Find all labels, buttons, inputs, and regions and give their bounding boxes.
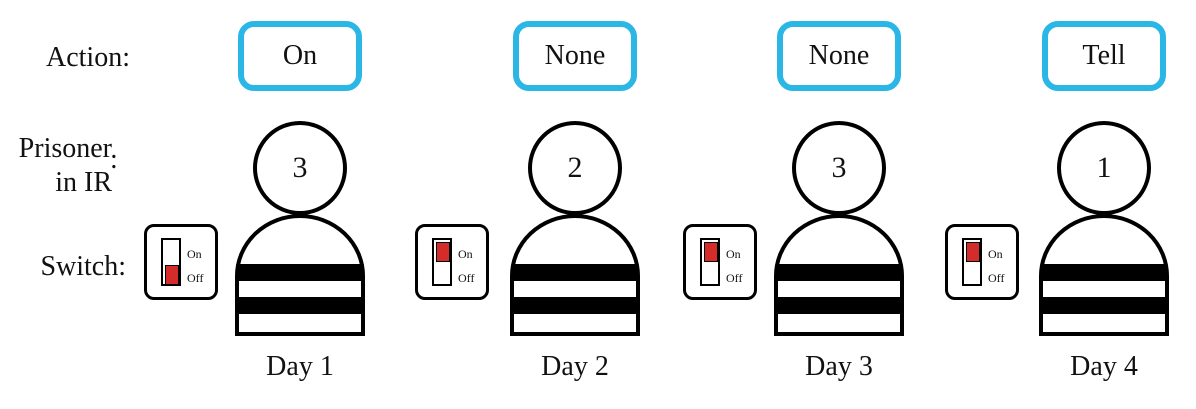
- switch-slot: [161, 238, 181, 286]
- prisoner-body-icon: [774, 214, 904, 336]
- switch-slot: [432, 238, 452, 286]
- prisoner-head: 3: [253, 121, 347, 215]
- action-box: Tell: [1042, 21, 1166, 91]
- action-box: None: [777, 21, 901, 91]
- day-label: Day 4: [1070, 351, 1138, 382]
- switch-knob: [436, 242, 450, 262]
- prisoner-head: 1: [1057, 121, 1151, 215]
- prisoner-row-colon: :: [110, 144, 118, 175]
- switch-row-label: Switch:: [40, 251, 126, 282]
- light-switch: On Off: [945, 224, 1019, 300]
- switch-off-label: Off: [726, 271, 743, 285]
- light-switch: On Off: [144, 224, 218, 300]
- switch-on-label: On: [726, 247, 741, 261]
- switch-on-label: On: [458, 247, 473, 261]
- day-column: None On Off 2 Day 2: [415, 0, 758, 409]
- action-row-label: Action:: [46, 42, 130, 73]
- day-label: Day 2: [541, 351, 609, 382]
- action-box: On: [238, 21, 362, 91]
- day-label: Day 1: [266, 351, 334, 382]
- switch-knob: [165, 265, 179, 285]
- prisoner-body-icon: [1039, 214, 1169, 336]
- day-column: On On Off 3 Day 1: [144, 0, 483, 409]
- light-switch: On Off: [683, 224, 757, 300]
- switch-on-label: On: [988, 247, 1003, 261]
- switch-off-label: Off: [458, 271, 475, 285]
- switch-slot: [700, 238, 720, 286]
- prisoner-body-icon: [510, 214, 640, 336]
- prisoner-row-label-line2: in IR: [55, 167, 112, 199]
- switch-off-label: Off: [988, 271, 1005, 285]
- switch-off-label: Off: [187, 271, 204, 285]
- day-column: Tell On Off 1 Day 4: [945, 0, 1196, 409]
- day-column: None On Off 3 Day 3: [683, 0, 1022, 409]
- light-switch: On Off: [415, 224, 489, 300]
- prisoner-body-icon: [235, 214, 365, 336]
- switch-knob: [704, 242, 718, 262]
- switch-knob: [966, 242, 980, 262]
- prisoner-head: 3: [792, 121, 886, 215]
- switch-slot: [962, 238, 982, 286]
- prisoner-head: 2: [528, 121, 622, 215]
- prisoner-row-label-line1: Prisoner: [18, 133, 112, 164]
- switch-on-label: On: [187, 247, 202, 261]
- day-label: Day 3: [805, 351, 873, 382]
- action-box: None: [513, 21, 637, 91]
- prisoner-row-label: Prisoner in IR: [0, 132, 112, 200]
